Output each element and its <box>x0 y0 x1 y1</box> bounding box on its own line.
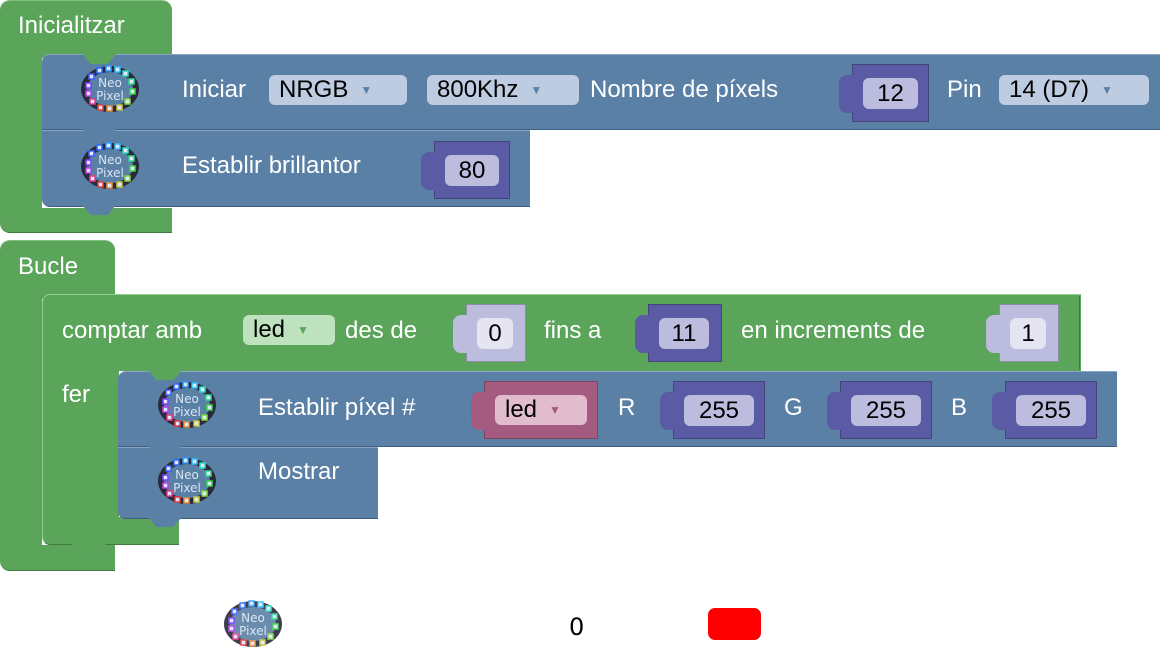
neopixel-icon <box>220 598 286 650</box>
to-label: fins a <box>544 317 602 344</box>
init-block-title: Inicialitzar <box>18 12 125 39</box>
set-pixel-label: Establir píxel # <box>258 394 416 421</box>
puzzle-tab <box>986 315 1002 353</box>
puzzle-tab <box>827 392 843 430</box>
puzzle-tab <box>992 392 1008 430</box>
r-label: R <box>618 394 636 421</box>
g-number-block[interactable]: 255 <box>827 381 932 439</box>
pixel-count-number-block[interactable]: 12 <box>839 64 929 122</box>
brightness-number-block[interactable]: 80 <box>421 141 510 199</box>
g-field[interactable]: 255 <box>851 395 921 426</box>
show-label: Mostrar <box>258 458 340 485</box>
step-number-block[interactable]: 1 <box>986 304 1059 362</box>
notch <box>82 205 116 215</box>
pin-label: Pin <box>947 76 982 103</box>
init-block-footer <box>0 208 172 233</box>
brightness-label: Establir brillantor <box>182 152 361 179</box>
puzzle-tab <box>635 315 651 353</box>
do-label: fer <box>62 381 91 408</box>
loop-block-header[interactable] <box>0 240 115 299</box>
neopixel-icon <box>78 140 142 192</box>
pixel-count-field[interactable]: 12 <box>863 78 918 109</box>
to-number-block[interactable]: 11 <box>635 304 722 362</box>
to-field[interactable]: 11 <box>659 318 709 349</box>
pixel-index-variable-dropdown[interactable]: led ▼ <box>495 395 587 425</box>
dropdown-arrow-icon: ▼ <box>1101 83 1113 97</box>
notch <box>82 129 116 139</box>
notch <box>148 370 182 380</box>
puzzle-tab <box>660 392 676 430</box>
pin-value: 14 (D7) <box>1009 76 1090 103</box>
from-label: des de <box>345 317 418 344</box>
for-loop-block[interactable] <box>42 294 1081 371</box>
pin-dropdown[interactable]: 14 (D7) ▼ <box>999 75 1149 105</box>
puzzle-tab <box>471 392 487 430</box>
step-field[interactable]: 1 <box>1010 318 1046 349</box>
b-label: B <box>951 394 968 421</box>
pixel-count-label: Nombre de píxels <box>590 76 779 103</box>
notch <box>148 517 182 527</box>
neopixel-set-pixel-block[interactable] <box>118 371 1117 447</box>
dropdown-arrow-icon: ▼ <box>549 403 561 417</box>
neopixel-begin-block[interactable] <box>42 54 1160 130</box>
neopixel-icon <box>155 455 219 507</box>
init-block-spine <box>0 56 42 210</box>
b-number-block[interactable]: 255 <box>992 381 1097 439</box>
loop-block-title: Bucle <box>18 253 79 280</box>
notch <box>148 446 182 456</box>
loop-variable-value: led <box>253 316 286 343</box>
strip-type-dropdown[interactable]: NRGB ▼ <box>269 75 407 105</box>
dropdown-arrow-icon: ▼ <box>530 83 543 97</box>
pixel-index-variable-value: led <box>505 396 538 423</box>
count-prefix-label: comptar amb <box>62 317 203 344</box>
step-label: en increments de <box>741 317 926 344</box>
r-field[interactable]: 255 <box>684 395 754 426</box>
frequency-value: 800Khz <box>437 76 519 103</box>
frequency-dropdown[interactable]: 800Khz ▼ <box>427 75 579 105</box>
b-field[interactable]: 255 <box>1016 395 1086 426</box>
notch <box>72 544 106 554</box>
from-field[interactable]: 0 <box>477 318 513 349</box>
color-swatch <box>708 608 761 640</box>
neopixel-icon <box>78 63 142 115</box>
for-loop-right-edge <box>1079 296 1080 370</box>
puzzle-tab <box>453 315 469 353</box>
pixel-index-variable-block[interactable]: led ▼ <box>471 381 598 439</box>
dropdown-arrow-icon: ▼ <box>297 323 309 337</box>
strip-type-value: NRGB <box>279 76 349 103</box>
puzzle-tab <box>421 152 437 190</box>
r-number-block[interactable]: 255 <box>660 381 765 439</box>
loop-block-spine <box>0 296 42 548</box>
loop-variable-dropdown[interactable]: led ▼ <box>243 315 335 345</box>
iniciar-label: Iniciar <box>182 76 247 103</box>
brightness-field[interactable]: 80 <box>445 155 499 186</box>
dropdown-arrow-icon: ▼ <box>360 83 373 97</box>
g-label: G <box>784 394 803 421</box>
puzzle-tab <box>839 75 855 113</box>
from-number-block[interactable]: 0 <box>453 304 526 362</box>
notch <box>82 54 116 64</box>
neopixel-icon <box>155 379 219 431</box>
init-block-header[interactable] <box>0 0 172 58</box>
neopixel-status-value: 0 <box>569 613 585 641</box>
for-loop-spine <box>42 368 119 520</box>
